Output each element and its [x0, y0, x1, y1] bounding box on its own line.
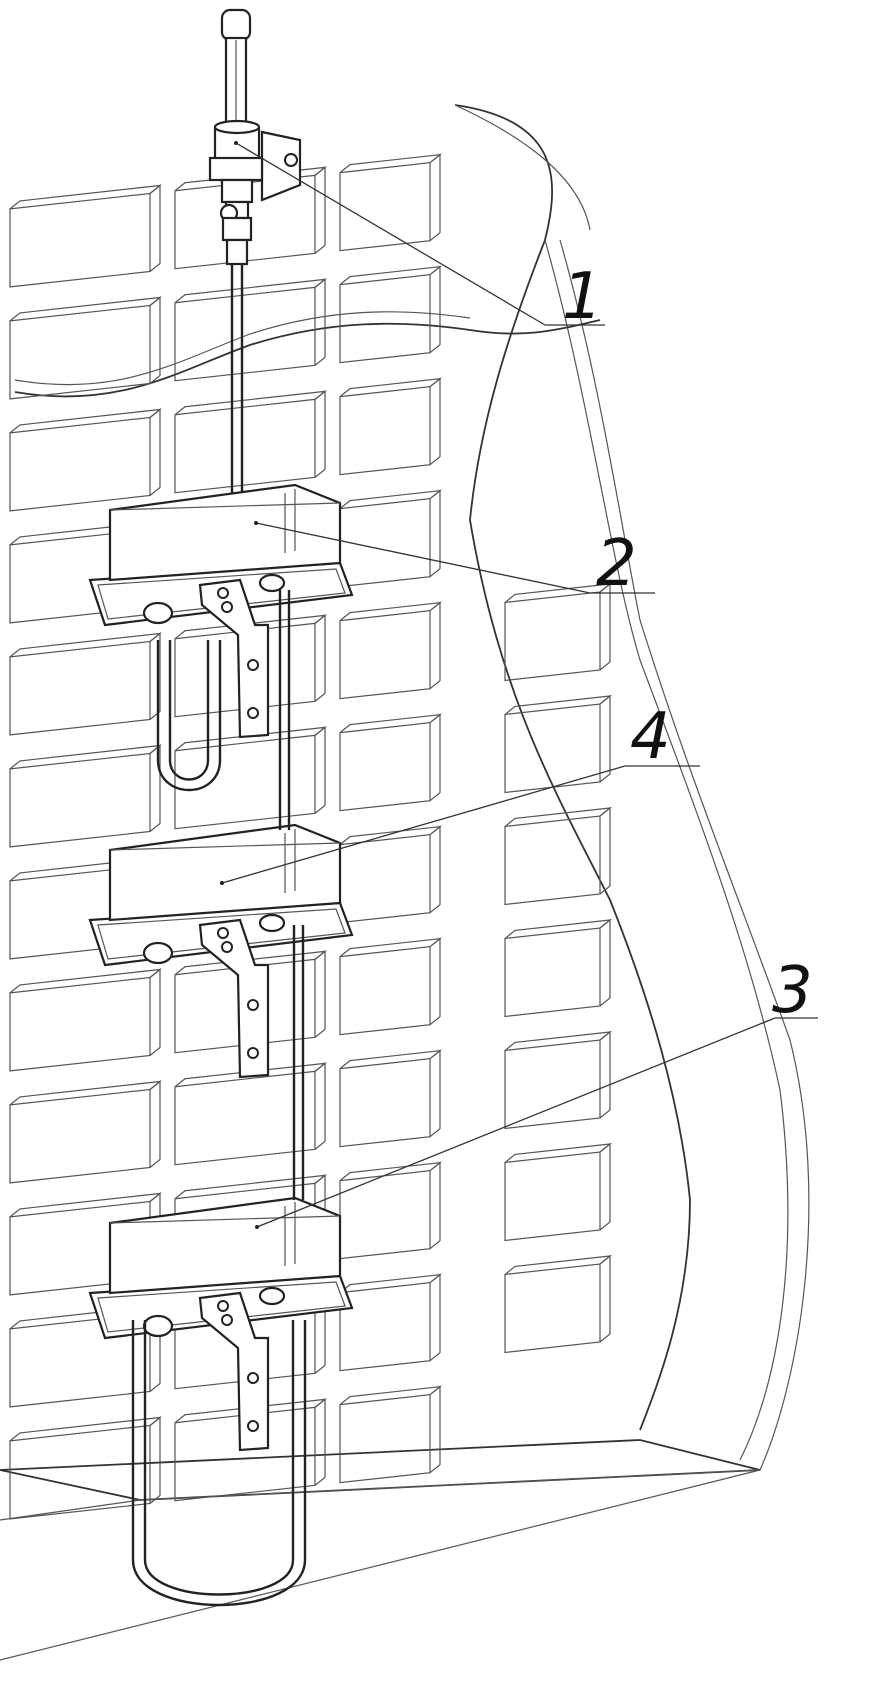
callout-1: 1	[562, 260, 603, 334]
brick	[9, 968, 162, 1072]
box-item-4	[88, 823, 354, 1079]
brick	[339, 1273, 442, 1372]
amplifier-boxes	[88, 483, 354, 1452]
brick	[504, 694, 612, 794]
brick	[9, 744, 162, 848]
leader-lines	[220, 142, 818, 1229]
brick	[339, 265, 442, 364]
brick	[339, 601, 442, 700]
brick	[339, 153, 442, 252]
antenna-assembly	[208, 8, 302, 495]
box-item-3	[88, 1196, 354, 1452]
brick	[339, 825, 442, 924]
brick	[174, 278, 327, 382]
brick	[9, 1080, 162, 1184]
brick	[9, 296, 162, 400]
brick	[9, 408, 162, 512]
brick	[504, 1254, 612, 1354]
brick	[339, 937, 442, 1036]
brick	[504, 918, 612, 1018]
brick	[9, 184, 162, 288]
callout-4: 4	[630, 700, 671, 774]
brick	[339, 377, 442, 476]
callout-2: 2	[596, 527, 637, 601]
brick	[504, 582, 612, 682]
brick	[9, 632, 162, 736]
brick	[339, 489, 442, 588]
box-item-2	[88, 483, 354, 739]
cables	[131, 590, 307, 1607]
brick	[504, 1142, 612, 1242]
callout-3: 3	[772, 954, 813, 1028]
brick	[504, 806, 612, 906]
brick	[339, 713, 442, 812]
brick	[339, 1161, 442, 1260]
brick	[174, 390, 327, 494]
brick	[9, 1416, 162, 1520]
brick	[504, 1030, 612, 1130]
brick	[339, 1049, 442, 1148]
brick	[339, 1385, 442, 1484]
